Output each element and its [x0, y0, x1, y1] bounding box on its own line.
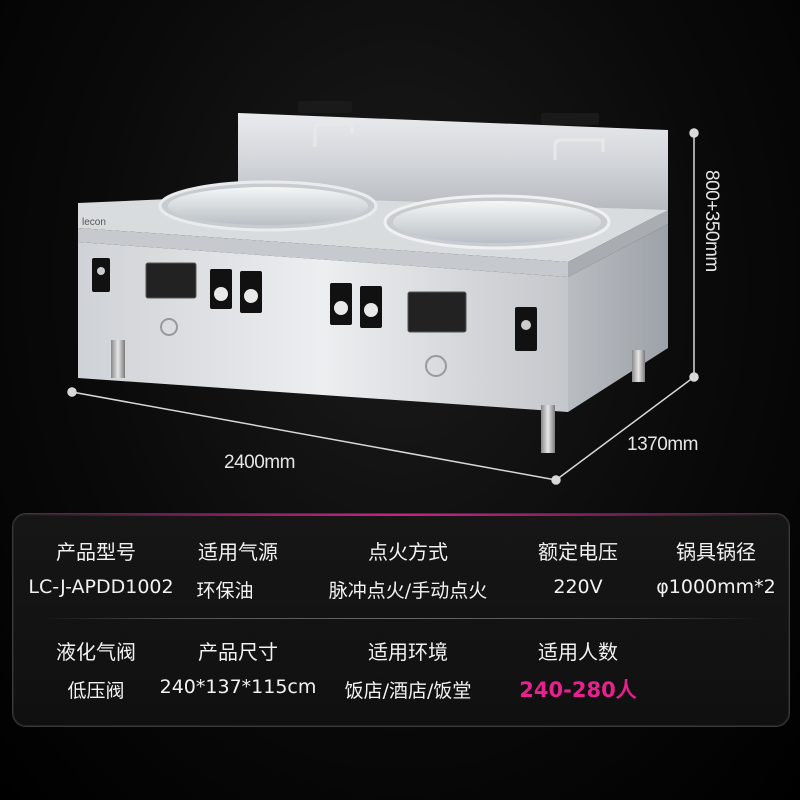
spec-header-size: 产品尺寸 — [198, 640, 278, 664]
spec-value-fuel: 环保油 — [196, 580, 254, 602]
leg-back-right — [632, 350, 645, 382]
stove-illustration: lecon — [67, 101, 699, 485]
spec-header-environment: 适用环境 — [368, 640, 448, 664]
switch-left-knob — [97, 267, 105, 275]
spec-value-environment: 饭店/酒店/饭堂 — [344, 680, 472, 702]
spec-header-fuel: 适用气源 — [198, 540, 278, 564]
drain-left — [160, 318, 178, 336]
leg-front-left — [111, 340, 125, 378]
spec-value-voltage: 220V — [553, 576, 603, 598]
valve-knob-1 — [214, 287, 228, 301]
width-dimension-label: 2400mm — [224, 452, 295, 473]
valve-knob-3 — [334, 301, 348, 315]
spec-header-wok-diameter: 锅具锅径 — [676, 540, 756, 564]
dimension-lines — [67, 128, 699, 485]
spec-header-ignition: 点火方式 — [368, 540, 448, 564]
viewport-right — [407, 291, 467, 333]
faucet-left — [313, 122, 354, 147]
spec-value-size: 240*137*115cm — [159, 676, 317, 698]
spec-header-model: 产品型号 — [56, 540, 136, 564]
wok-right-bowl — [393, 201, 601, 243]
spec-value-lpg-valve: 低压阀 — [67, 680, 125, 702]
wok-left-bowl — [168, 187, 368, 225]
spec-header-voltage: 额定电压 — [538, 540, 618, 564]
height-dimension-label: 800+350mm — [701, 170, 722, 272]
viewport-left — [145, 262, 197, 299]
faucet-right — [553, 138, 605, 160]
front-lip — [78, 228, 568, 277]
depth-dimension-label: 1370mm — [627, 434, 698, 455]
side-lip — [568, 210, 668, 277]
handle-left — [298, 101, 352, 113]
switch-right-knob — [521, 320, 531, 330]
spec-divider — [41, 618, 761, 619]
valve-knob-4 — [364, 303, 378, 317]
spec-value-wok-diameter: φ1000mm*2 — [656, 576, 776, 598]
spec-header-lpg-valve: 液化气阀 — [56, 640, 136, 664]
spec-value-ignition: 脉冲点火/手动点火 — [328, 580, 488, 602]
side-panel — [568, 224, 668, 412]
spec-value-capacity: 240-280人 — [519, 678, 637, 702]
leg-front-right — [541, 405, 555, 453]
spec-table: 产品型号 适用气源 点火方式 额定电压 锅具锅径 LC-J-APDD1002 环… — [12, 513, 790, 727]
brand-logo: lecon — [82, 217, 106, 228]
spec-value-model: LC-J-APDD1002 — [28, 576, 174, 598]
drain-right — [425, 355, 447, 377]
handle-right — [541, 113, 599, 125]
valve-knob-2 — [244, 289, 258, 303]
spec-header-capacity: 适用人数 — [538, 640, 618, 664]
